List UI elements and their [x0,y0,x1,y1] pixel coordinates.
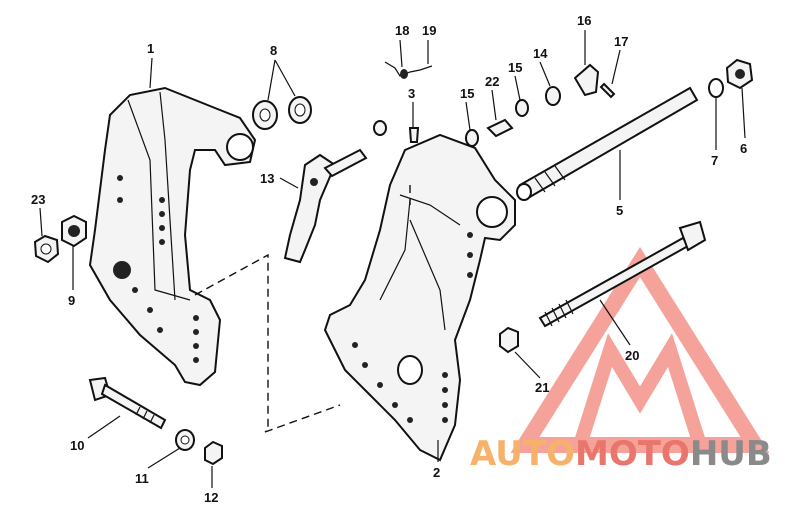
pin-13-head [373,120,387,136]
callout-16: 16 [577,13,591,28]
watermark-logo [510,246,770,453]
spring-18-19 [384,61,433,79]
tilt-tube [516,86,699,201]
bushing-15-a [465,129,479,147]
callout-7: 7 [711,153,718,168]
callout-2: 2 [433,465,440,480]
callout-1: 1 [147,41,154,56]
watermark-text-part1: AUTO [470,434,575,474]
lower-bolt [88,376,167,430]
callout-15-b: 15 [508,60,522,75]
callout-14: 14 [533,46,548,61]
bracket-22 [486,118,514,138]
callout-6: 6 [740,141,747,156]
callout-12: 12 [204,490,218,505]
pin-17 [599,82,616,99]
washer-8-a [252,100,278,130]
bushing-15-b [515,99,529,117]
ring-7 [708,78,724,98]
nut-9 [61,214,87,248]
callout-21: 21 [535,380,549,395]
screw-3 [408,127,420,143]
nut-23 [33,234,60,264]
callout-13: 13 [260,171,274,186]
nut-6 [725,58,754,90]
leader-lines [39,30,746,488]
callout-9: 9 [68,293,75,308]
callout-22: 22 [485,74,499,89]
callout-15-a: 15 [460,86,474,101]
washer-8-b [288,96,312,124]
tilt-lever [283,148,368,264]
lock-16 [573,63,600,97]
callout-23: 23 [31,192,45,207]
watermark-text-part3: HUB [690,434,772,474]
callout-3: 3 [408,86,415,101]
nut-12 [204,440,223,466]
left-clamp-bracket [88,86,257,387]
watermark-text-part2: MOTO [575,434,690,474]
callout-17: 17 [614,34,628,49]
callout-11: 11 [135,471,149,486]
right-clamp-bracket [323,133,516,462]
alignment-line-lower [264,404,341,433]
callout-10: 10 [70,438,84,453]
nut-21 [499,326,519,354]
watermark-text: AUTOMOTOHUB [470,434,772,474]
washer-11 [175,429,195,451]
callout-8: 8 [270,43,277,58]
washer-14 [545,86,561,106]
callout-20: 20 [625,348,639,363]
callout-19: 19 [422,23,436,38]
callout-labels: 1 8 18 19 3 15 22 15 14 16 17 7 6 5 23 9… [31,13,747,505]
long-bolt [538,220,707,328]
callout-5: 5 [616,203,623,218]
callout-18: 18 [395,23,409,38]
